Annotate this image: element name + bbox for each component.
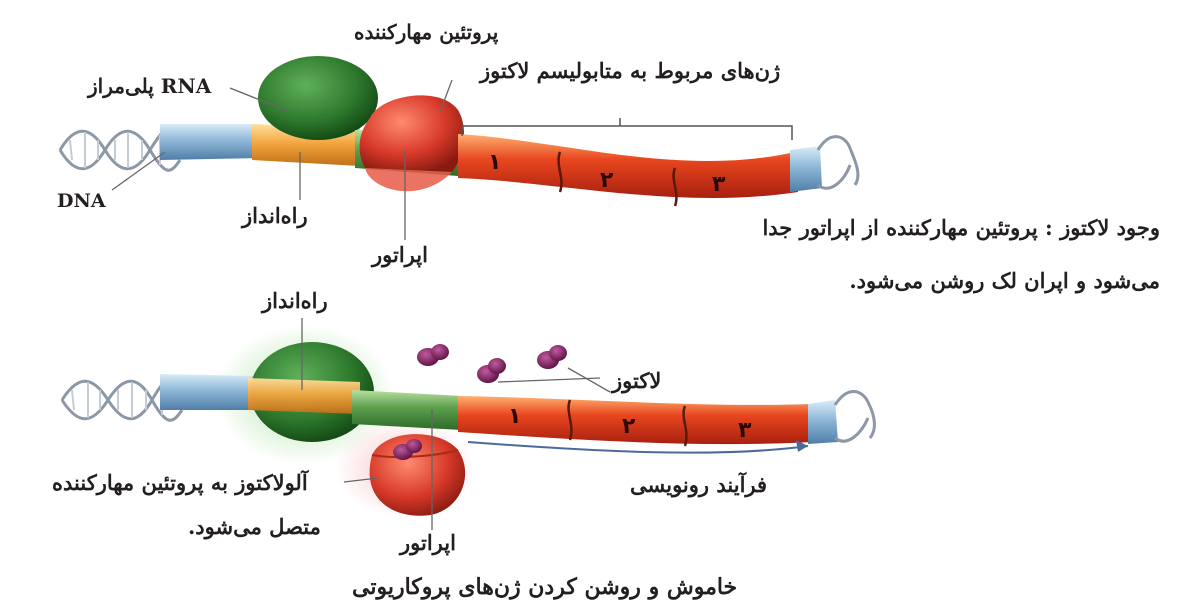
bottom-operon bbox=[62, 318, 874, 530]
operator-label-top: اپراتور bbox=[372, 242, 428, 267]
dna-segment-blue-bottom bbox=[160, 374, 255, 410]
promoter-segment-bottom bbox=[248, 378, 360, 414]
transcription-label: فرآیند رونویسی bbox=[630, 472, 767, 497]
figure-caption: خاموش و روشن کردن ژن‌های پروکاریوتی bbox=[352, 574, 737, 600]
operator-segment-bottom bbox=[352, 390, 462, 430]
promoter-label-top: راه‌انداز bbox=[242, 203, 308, 228]
repressor-label-top: پروتئین مهارکننده bbox=[354, 20, 498, 44]
genes-label: ژن‌های مربوط به متابولیسم لاکتوز bbox=[480, 58, 780, 83]
gene-number-1-top: ۱ bbox=[488, 150, 501, 175]
rna-polymerase-label-fa: پلی‌مراز bbox=[88, 74, 154, 98]
gene-number-2-bottom: ۲ bbox=[622, 414, 635, 439]
gene-number-3-top: ۳ bbox=[712, 172, 725, 197]
lactose-molecule-1 bbox=[417, 344, 449, 366]
rna-polymerase-label: پلی‌مراز RNA bbox=[88, 74, 211, 98]
gene-number-3-bottom: ۳ bbox=[738, 418, 751, 443]
lactose-molecule-3 bbox=[537, 345, 567, 369]
dna-helix-right-bottom bbox=[808, 391, 874, 444]
gene-number-1-bottom: ۱ bbox=[508, 404, 521, 429]
dna-helix-right-top bbox=[790, 137, 858, 192]
rna-polymerase-top bbox=[258, 56, 378, 140]
operator-label-bottom: اپراتور bbox=[400, 530, 456, 555]
lactose-presence-note-line1: وجود لاکتوز : پروتئین مهارکننده از اپرات… bbox=[760, 215, 1160, 240]
lactose-label: لاکتوز bbox=[612, 368, 661, 393]
genes-bracket bbox=[462, 118, 792, 140]
rna-polymerase-label-en: RNA bbox=[161, 74, 211, 98]
allolactose-label-line2: متصل می‌شود. bbox=[188, 514, 321, 539]
allolactose-label-line1: آلولاکتوز به پروتئین مهارکننده bbox=[52, 470, 308, 495]
dna-segment-blue-top bbox=[160, 124, 260, 160]
gene-region-top bbox=[458, 134, 798, 198]
gene-number-2-top: ۲ bbox=[600, 168, 613, 193]
lactose-molecule-2 bbox=[477, 358, 506, 383]
lactose-presence-note-line2: می‌شود و اپران لک روشن می‌شود. bbox=[760, 268, 1160, 293]
dna-label: DNA bbox=[57, 190, 106, 212]
promoter-label-bottom: راه‌انداز bbox=[262, 288, 328, 313]
